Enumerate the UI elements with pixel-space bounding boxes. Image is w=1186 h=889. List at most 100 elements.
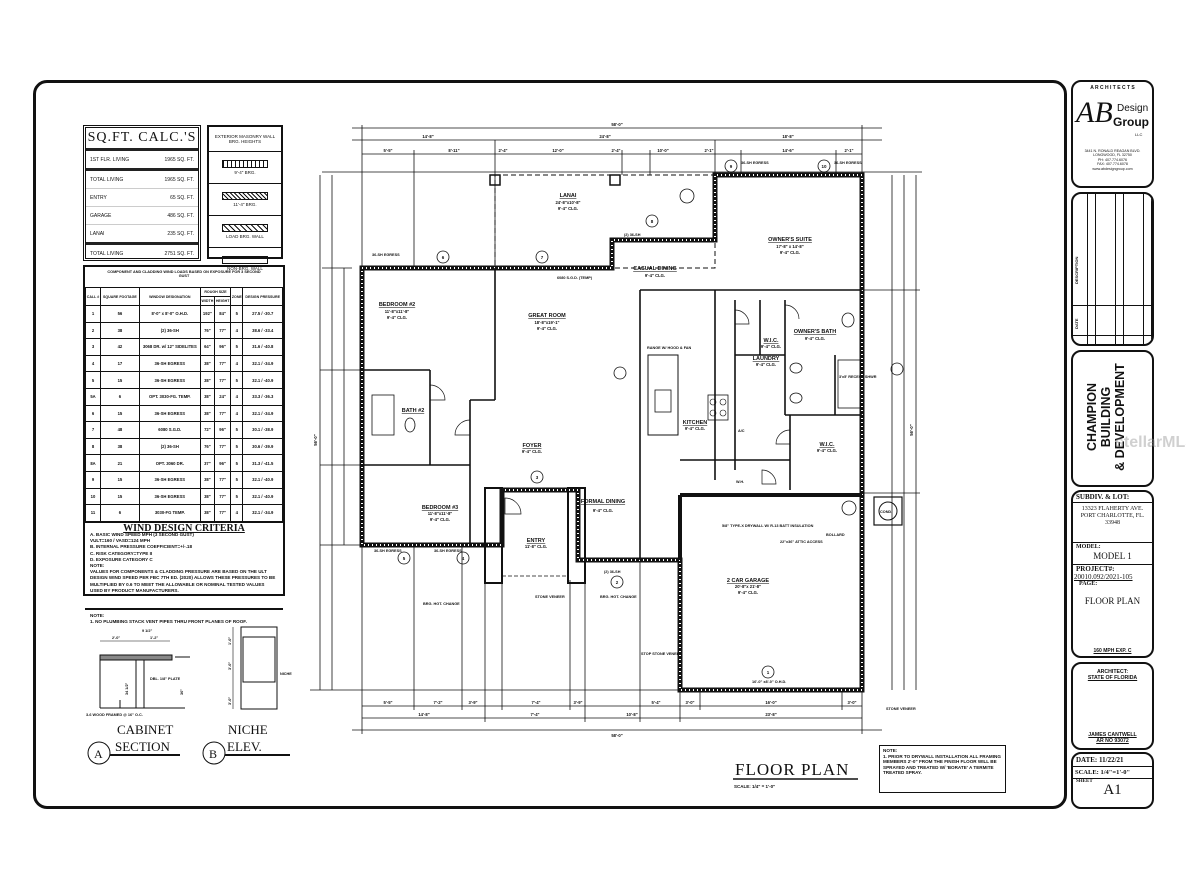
svg-text:8'-11": 8'-11" — [448, 148, 459, 153]
svg-text:9'-4" CLG.: 9'-4" CLG. — [738, 590, 758, 595]
svg-text:16'-0" x8'-0" O.H.D.: 16'-0" x8'-0" O.H.D. — [752, 680, 786, 684]
svg-text:7'-4": 7'-4" — [531, 700, 540, 705]
svg-text:36-SH EGRESS: 36-SH EGRESS — [741, 161, 769, 165]
drawing-date: DATE: 11/22/21 — [1073, 754, 1152, 767]
svg-text:1'-0": 1'-0" — [228, 637, 232, 645]
table-cell: 38" — [199, 504, 216, 522]
project-info-block: SUBDIV. & LOT: 13323 FLAHERTY AVE. PORT … — [1071, 490, 1154, 658]
svg-text:56'-0": 56'-0" — [313, 434, 318, 445]
room-wic-2: W.I.C. — [820, 442, 835, 448]
svg-text:11'-8"x11'-8": 11'-8"x11'-8" — [428, 511, 453, 516]
room-formal-dining: FORMAL DINING — [581, 499, 625, 505]
callout-numbers: 1 2 3 4 5 6 7 8 9 10 — [403, 164, 827, 675]
svg-text:5'-5": 5'-5" — [383, 148, 392, 153]
svg-text:9'-4" CLG.: 9'-4" CLG. — [558, 206, 578, 211]
svg-text:5: 5 — [403, 556, 406, 561]
vertical-hatch-swatch — [222, 160, 268, 168]
svg-text:20'-8"x 21'-8": 20'-8"x 21'-8" — [735, 584, 761, 589]
svg-text:9'-4" CLG.: 9'-4" CLG. — [761, 344, 781, 349]
bottom-dimension-lines — [352, 545, 882, 734]
svg-text:14'-6": 14'-6" — [782, 148, 793, 153]
svg-text:11'-8"x11'-8": 11'-8"x11'-8" — [385, 309, 410, 314]
niche-title: NICHE — [228, 722, 268, 737]
model-name: MODEL 1 — [1073, 551, 1152, 565]
svg-text:5'-4": 5'-4" — [651, 700, 660, 705]
interior-walls — [362, 268, 862, 560]
table-cell: 5A — [84, 387, 102, 406]
room-owners-bath: OWNER'S BATH — [794, 329, 836, 335]
svg-text:9'-4" CLG.: 9'-4" CLG. — [537, 326, 557, 331]
svg-text:9'-4" CLG.: 9'-4" CLG. — [387, 315, 407, 320]
svg-text:36": 36" — [180, 689, 184, 695]
room-bedroom-2: BEDROOM #2 — [379, 302, 415, 308]
svg-text:STONE VENEER: STONE VENEER — [886, 707, 916, 711]
plan-annotations: 6080 S.G.D. (TEMP) RANGE W/ HOOD & FAN 5… — [372, 161, 916, 711]
svg-text:9: 9 — [730, 164, 733, 169]
svg-text:10: 10 — [821, 164, 827, 169]
toilet — [841, 312, 855, 328]
svg-text:7: 7 — [541, 255, 544, 260]
svg-text:5'-5": 5'-5" — [383, 700, 392, 705]
top-dimension-lines — [322, 125, 922, 269]
room-labels: LANAI 24'-8"x10'-8" 9'-4" CLG. OWNER'S S… — [379, 193, 837, 595]
sink — [789, 362, 803, 374]
svg-text:7'-2": 7'-2" — [433, 700, 442, 705]
svg-text:58'-0": 58'-0" — [611, 122, 622, 127]
svg-text:6: 6 — [442, 255, 445, 260]
svg-text:(2) 36-SH: (2) 36-SH — [624, 233, 641, 237]
svg-text:1: 1 — [767, 670, 770, 675]
dimension-labels: 58'-0" 14'-8" 24'-8" 18'-8" 5'-5" 8'-11"… — [313, 122, 914, 738]
room-laundry: LAUNDRY — [753, 356, 780, 362]
plumbing-note: NOTE: 1. NO PLUMBING STACK VENT PIPES TH… — [85, 607, 283, 628]
svg-text:22"x36" ATTIC ACCESS: 22"x36" ATTIC ACCESS — [780, 540, 823, 544]
svg-text:STONE VENEER: STONE VENEER — [535, 595, 565, 599]
svg-text:W.H.: W.H. — [736, 480, 744, 484]
svg-text:18'-8": 18'-8" — [782, 134, 793, 139]
client-block: CHAMPION BUILDING & DEVELOPMENT — [1071, 350, 1154, 487]
room-wic-1: W.I.C. — [764, 338, 779, 344]
lanai-column — [489, 174, 501, 186]
svg-text:10'-8": 10'-8" — [626, 712, 637, 717]
svg-text:10'-0": 10'-0" — [657, 148, 668, 153]
svg-text:36-SH EGRESS: 36-SH EGRESS — [372, 253, 400, 257]
drawing-scale: SCALE: 1/4"=1'-0" — [1073, 767, 1152, 779]
niche-elevation-detail — [202, 626, 290, 765]
svg-text:5/8" TYPE-X DRYWALL W/ R-13 BA: 5/8" TYPE-X DRYWALL W/ R-13 BATT INSULAT… — [722, 524, 814, 528]
svg-text:9'-4" CLG.: 9'-4" CLG. — [817, 448, 837, 453]
bathtub — [371, 394, 395, 436]
svg-text:14'-8": 14'-8" — [422, 134, 433, 139]
svg-text:3'-0": 3'-0" — [228, 697, 232, 705]
svg-text:3'x5' RECESS SHWR: 3'x5' RECESS SHWR — [839, 375, 877, 379]
svg-text:9'-4" CLG.: 9'-4" CLG. — [645, 273, 665, 278]
component-cladding-table: COMPONENT AND CLADDING WIND LOADS BASED … — [83, 265, 285, 624]
diagonal-hatch-swatch — [222, 224, 268, 232]
svg-text:2'-1": 2'-1" — [704, 148, 713, 153]
shower — [837, 359, 861, 409]
svg-text:NICHE: NICHE — [280, 672, 292, 676]
svg-text:3'-9": 3'-9" — [573, 700, 582, 705]
svg-text:3'-0": 3'-0" — [847, 700, 856, 705]
table-cell: 11 — [84, 504, 102, 522]
svg-text:3'-0": 3'-0" — [228, 662, 232, 670]
drawing-border — [33, 80, 1067, 809]
svg-text:56'-0": 56'-0" — [909, 424, 914, 435]
wind-criteria-title: WIND DESIGN CRITERIA — [123, 522, 245, 534]
svg-text:3'-0": 3'-0" — [685, 700, 694, 705]
watermark: stellarMLS — [1115, 434, 1186, 451]
svg-text:BOLLARD: BOLLARD — [826, 533, 845, 537]
project-number: 20010.092/2021-105 — [1074, 573, 1133, 581]
room-kitchen: KITCHEN — [683, 420, 707, 426]
svg-text:2'-0": 2'-0" — [112, 636, 120, 640]
table-cell: 76" — [199, 321, 216, 340]
